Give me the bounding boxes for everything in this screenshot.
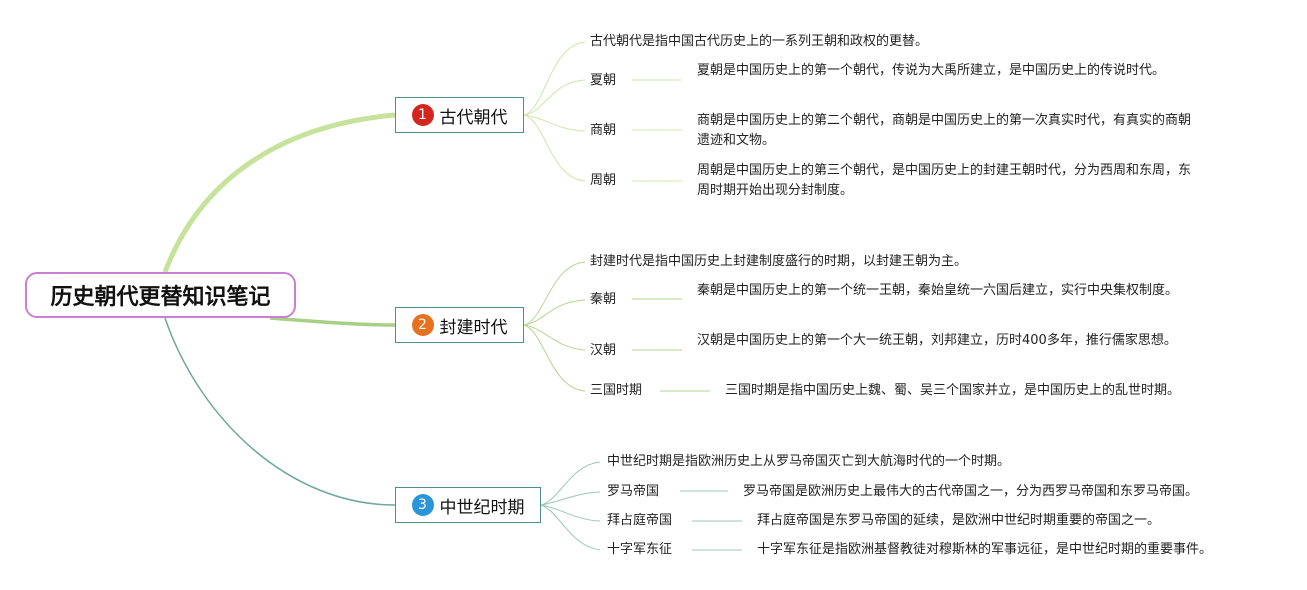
- branch-label: 封建时代: [439, 317, 508, 338]
- b3-link-byz: [540, 504, 601, 522]
- branch-label: 古代朝代: [439, 107, 508, 128]
- b2-item-sanguo[interactable]: 三国时期: [590, 383, 643, 398]
- b3-link-rome: [540, 491, 601, 506]
- branch-feudal-era[interactable]: 2 封建时代: [395, 307, 524, 343]
- b1-desc-xia[interactable]: 夏朝是中国历史上的第一个朝代，传说为大禹所建立，是中国历史上的传说时代。: [697, 63, 1166, 78]
- root-topic[interactable]: 历史朝代更替知识笔记: [25, 272, 296, 318]
- b3-desc-rome[interactable]: 罗马帝国是欧洲历史上最伟大的古代帝国之一，分为西罗马帝国和东罗马帝国。: [743, 484, 1199, 499]
- b1-desc-shang[interactable]: 商朝是中国历史上的第二个朝代，商朝是中国历史上的第一次真实时代，有真实的商朝遗迹…: [697, 113, 1192, 148]
- b1-summary[interactable]: 古代朝代是指中国古代历史上的一系列王朝和政权的更替。: [590, 34, 929, 49]
- number-1-badge: 1: [411, 104, 434, 126]
- b2-item-han[interactable]: 汉朝: [590, 343, 617, 358]
- b1-link-xia: [523, 79, 586, 116]
- b1-link-summary: [523, 41, 586, 116]
- b3-desc-byzantine[interactable]: 拜占庭帝国是东罗马帝国的延续，是欧洲中世纪时期重要的帝国之一。: [757, 513, 1161, 528]
- b2-desc-han[interactable]: 汉朝是中国历史上的第一个大一统王朝，刘邦建立，历时400多年，推行儒家思想。: [697, 333, 1177, 348]
- b2-item-qin[interactable]: 秦朝: [590, 292, 617, 307]
- b3-desc-crusades[interactable]: 十字军东征是指欧洲基督教徒对穆斯林的军事远征，是中世纪时期的重要事件。: [757, 542, 1213, 557]
- b2-link-han: [523, 324, 586, 351]
- root-link-1: [162, 112, 396, 273]
- b1-link-shang: [523, 114, 586, 132]
- b1-item-zhou[interactable]: 周朝: [590, 173, 617, 188]
- branch-medieval-period[interactable]: 3 中世纪时期: [395, 487, 541, 523]
- b2-desc-qin[interactable]: 秦朝是中国历史上的第一个统一王朝，秦始皇统一六国后建立，实行中央集权制度。: [697, 283, 1179, 298]
- b3-item-rome[interactable]: 罗马帝国: [607, 484, 660, 499]
- b2-link-summary: [523, 261, 586, 326]
- b1-link-zhou: [523, 114, 586, 182]
- b3-item-byzantine[interactable]: 拜占庭帝国: [607, 513, 673, 528]
- b3-link-summary: [540, 461, 601, 506]
- branch-ancient-dynasties[interactable]: 1 古代朝代: [395, 97, 524, 133]
- b3-item-crusades[interactable]: 十字军东征: [607, 542, 673, 557]
- b1-item-shang[interactable]: 商朝: [590, 123, 617, 138]
- root-link-2: [269, 316, 396, 327]
- number-2-badge: 2: [411, 314, 434, 336]
- b1-desc-zhou[interactable]: 周朝是中国历史上的第三个朝代，是中国历史上的封建王朝时代，分为西周和东周，东周时…: [697, 163, 1192, 198]
- b2-summary[interactable]: 封建时代是指中国历史上封建制度盛行的时期，以封建王朝为主。: [590, 254, 968, 269]
- number-3-badge: 3: [411, 494, 434, 516]
- b3-summary[interactable]: 中世纪时期是指欧洲历史上从罗马帝国灭亡到大航海时代的一个时期。: [607, 454, 1011, 469]
- root-link-3: [164, 317, 396, 506]
- branch-label: 中世纪时期: [439, 497, 525, 518]
- b2-link-qin: [523, 299, 586, 326]
- b3-link-crusade: [540, 504, 601, 551]
- b2-desc-sanguo[interactable]: 三国时期是指中国历史上魏、蜀、吴三个国家并立，是中国历史上的乱世时期。: [725, 383, 1181, 398]
- b1-item-xia[interactable]: 夏朝: [590, 73, 617, 88]
- b2-link-sanguo: [523, 324, 586, 392]
